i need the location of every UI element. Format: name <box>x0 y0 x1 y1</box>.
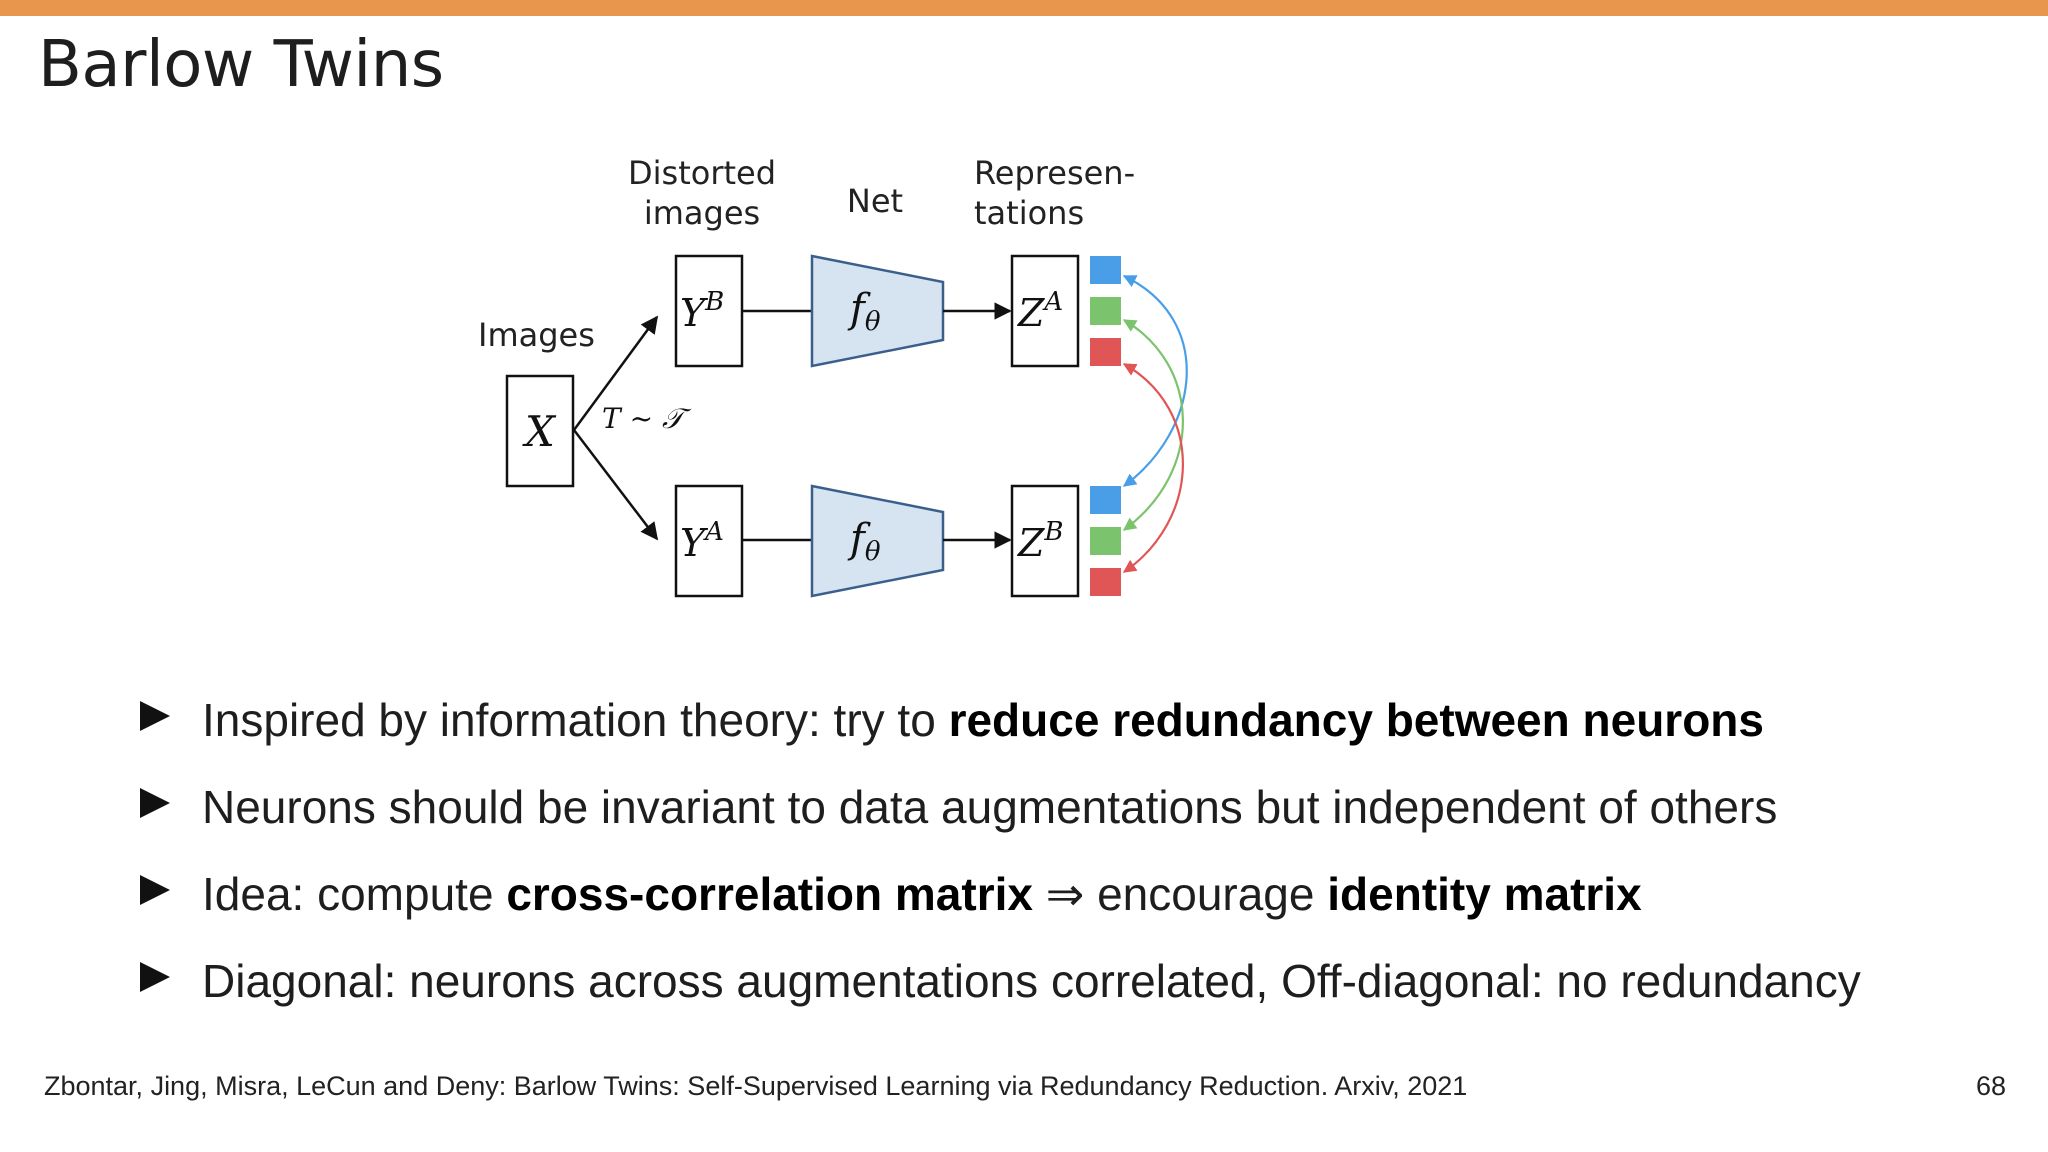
representation-bottom-symbol: ZB <box>1017 517 1064 565</box>
input-image-box <box>505 374 575 488</box>
distorted-image-bottom-symbol: YA <box>680 517 724 565</box>
bullet-text: Inspired by information theory: try to r… <box>202 694 1764 746</box>
bullet-text: Diagonal: neurons across augmentations c… <box>202 955 1861 1007</box>
bullet-arrow-icon <box>140 875 170 905</box>
bullet-item: Neurons should be invariant to data augm… <box>140 772 2020 859</box>
neuron-top-1 <box>1090 256 1121 284</box>
bullet-arrow-icon <box>140 962 170 992</box>
header-representations-line1: Represen- <box>974 154 1135 192</box>
bullet-text: Idea: compute cross-correlation matrix ⇒… <box>202 868 1642 920</box>
top-accent-bar <box>0 0 2048 16</box>
input-image-symbol: X <box>522 407 557 456</box>
slide-title: Barlow Twins <box>38 28 444 102</box>
distorted-image-top-box <box>674 254 744 368</box>
neuron-top-3 <box>1090 338 1121 366</box>
representation-top-symbol: ZA <box>1017 287 1063 335</box>
correlation-arc-neuron-3 <box>1122 363 1184 573</box>
bullet-arrow-icon <box>140 788 170 818</box>
label-images: Images <box>478 316 595 354</box>
representation-top-box <box>1010 254 1080 368</box>
neuron-bottom-1 <box>1090 486 1121 514</box>
bullet-arrow-icon <box>140 701 170 731</box>
arrow-to-bottom-branch <box>573 429 659 541</box>
distorted-image-bottom-box <box>674 484 744 598</box>
correlation-arc-neuron-2 <box>1122 319 1184 531</box>
bullet-item: Idea: compute cross-correlation matrix ⇒… <box>140 859 2020 946</box>
encoder-net-bottom <box>810 484 945 598</box>
encoder-net-top-label: fθ <box>847 286 881 337</box>
citation: Zbontar, Jing, Misra, LeCun and Deny: Ba… <box>44 1071 1468 1101</box>
encoder-net-top <box>810 254 945 368</box>
bullet-list: Inspired by information theory: try to r… <box>140 685 2020 1033</box>
representation-bottom-box <box>1010 484 1080 598</box>
arrow-to-top-branch <box>572 315 659 431</box>
bullet-item: Diagonal: neurons across augmentations c… <box>140 946 2020 1033</box>
neuron-bottom-3 <box>1090 568 1121 596</box>
distorted-image-top-symbol: YB <box>680 287 724 335</box>
bullet-text: Neurons should be invariant to data augm… <box>202 781 1778 833</box>
page-number: 68 <box>1975 1071 2006 1101</box>
header-distorted-line2: images <box>644 194 760 232</box>
neuron-bottom-2 <box>1090 527 1121 555</box>
header-representations-line2: tations <box>974 194 1084 232</box>
bullet-item: Inspired by information theory: try to r… <box>140 685 2020 772</box>
header-net: Net <box>847 182 903 220</box>
correlation-arc-neuron-1 <box>1122 275 1188 487</box>
transform-label: T ~ 𝒯 <box>602 402 692 435</box>
header-distorted-line1: Distorted <box>628 154 776 192</box>
neuron-top-2 <box>1090 297 1121 325</box>
